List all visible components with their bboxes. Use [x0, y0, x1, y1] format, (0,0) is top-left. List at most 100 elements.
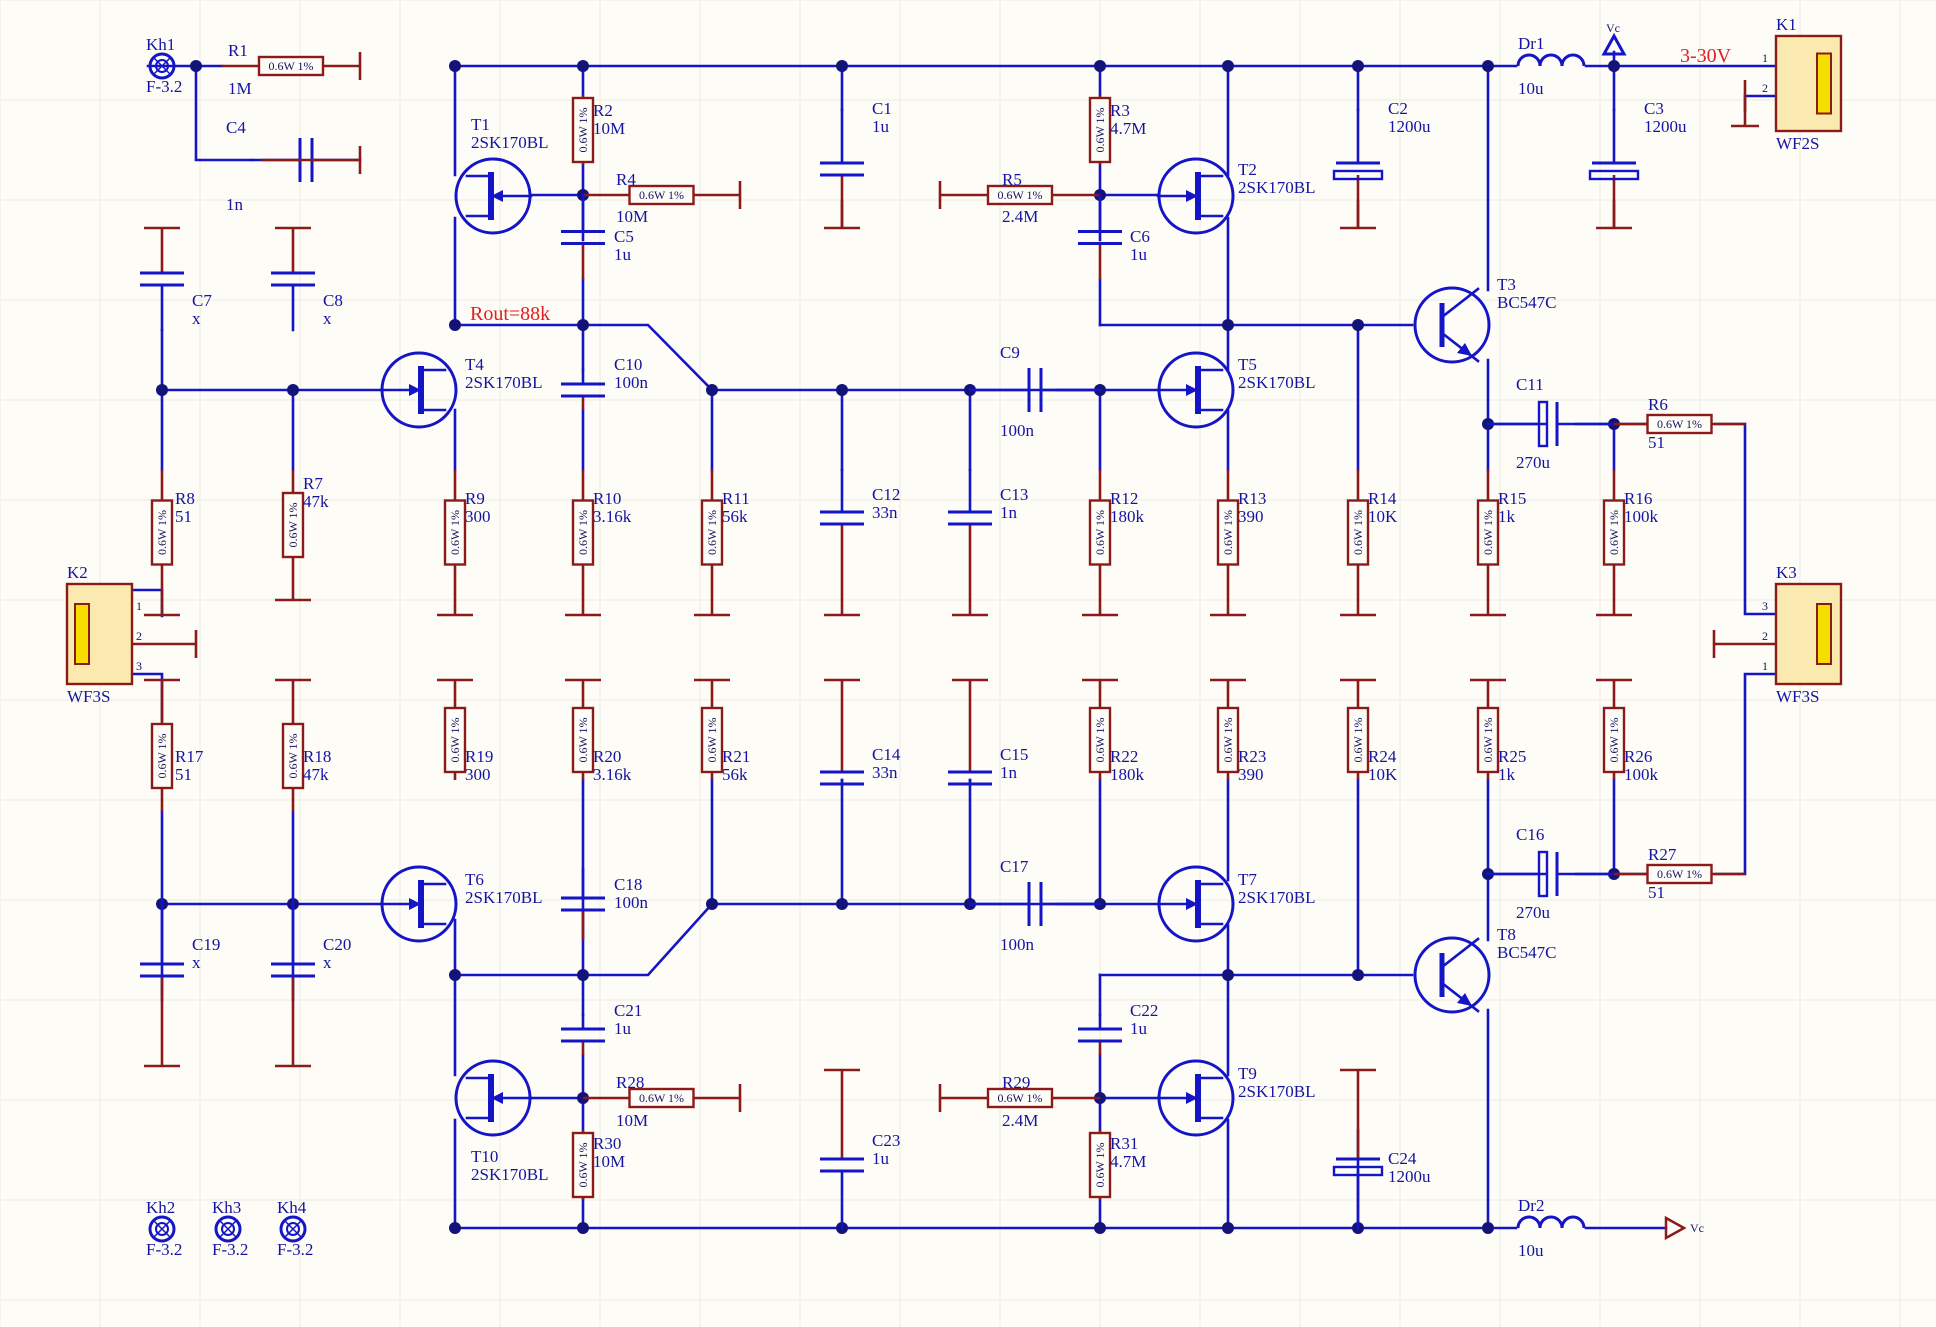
k2-connector: 123	[65, 582, 142, 686]
wire	[1714, 672, 1777, 876]
kh4-value-label: F-3.2	[277, 1240, 313, 1259]
r17-ref-label: R17	[175, 747, 204, 766]
c17-capacitor	[968, 882, 1102, 926]
t10-jfet	[454, 1059, 533, 1137]
t2-ref-label: T2	[1238, 160, 1257, 179]
junction-dot	[287, 384, 299, 396]
c20-capacitor	[271, 902, 315, 1066]
kh3-mounting-hole	[214, 1215, 242, 1243]
resistor-rating: 0.6W 1%	[639, 1091, 684, 1105]
r25-resistor: 0.6W 1%	[1476, 700, 1500, 780]
r19-ref-label: R19	[465, 747, 493, 766]
supply-range-label: 3-30V	[1680, 45, 1732, 67]
resistor-rating: 0.6W 1%	[1481, 510, 1495, 555]
junction-dot	[706, 898, 718, 910]
wire	[1714, 422, 1777, 616]
r27-resistor: 0.6W 1%	[1614, 863, 1745, 885]
t8-bjt	[1413, 936, 1491, 1014]
r30-ref-label: R30	[593, 1134, 621, 1153]
t1-jfet	[454, 157, 533, 235]
resistor-body	[1646, 413, 1713, 435]
junction-dot	[1094, 60, 1106, 72]
dr1-inductor	[1516, 53, 1586, 67]
t9-ref-label: T9	[1238, 1064, 1257, 1083]
kh3-value-label: F-3.2	[212, 1240, 248, 1259]
c6-ref-label: C6	[1130, 227, 1150, 246]
resistor-rating: 0.6W 1%	[576, 510, 590, 555]
junction-dot	[1482, 1222, 1494, 1234]
r13-resistor: 0.6W 1%	[1216, 470, 1240, 595]
r14-resistor: 0.6W 1%	[1346, 470, 1370, 595]
jfet-arrow	[1186, 384, 1198, 396]
connector-pin-block	[74, 603, 90, 665]
r6-value-label: 51	[1648, 433, 1665, 452]
t7-jfet	[1156, 865, 1235, 943]
rout-label: Rout=88k	[470, 303, 550, 325]
resistor-body	[257, 55, 325, 77]
c20-ref-label: C20	[323, 935, 351, 954]
r31-ref-label: R31	[1110, 1134, 1138, 1153]
hole-inner	[155, 1222, 169, 1236]
junction-dot	[577, 969, 589, 981]
r3-resistor: 0.6W 1%	[1088, 95, 1112, 165]
resistor-rating: 0.6W 1%	[1221, 510, 1235, 555]
r11-resistor: 0.6W 1%	[700, 470, 724, 595]
r2-ref-label: R2	[593, 101, 613, 120]
r9-ref-label: R9	[465, 489, 485, 508]
c19-value-label: x	[192, 953, 201, 972]
t7-value-label: 2SK170BL	[1238, 888, 1315, 907]
r22-value-label: 180k	[1110, 765, 1145, 784]
r6-ref-label: R6	[1648, 395, 1668, 414]
connector-pin-number: 1	[1762, 51, 1768, 65]
dr1-ref-label: Dr1	[1518, 34, 1544, 53]
c21-value-label: 1u	[614, 1019, 632, 1038]
c2-ref-label: C2	[1388, 99, 1408, 118]
resistor-rating: 0.6W 1%	[286, 502, 300, 547]
junction-dot	[190, 60, 202, 72]
junction-dot	[577, 319, 589, 331]
t4-jfet	[379, 351, 458, 429]
jfet-arrow	[1186, 898, 1198, 910]
t1-value-label: 2SK170BL	[471, 133, 548, 152]
resistor-body	[986, 184, 1054, 206]
t3-ref-label: T3	[1497, 275, 1516, 294]
r18-value-label: 47k	[303, 765, 329, 784]
r16-ref-label: R16	[1624, 489, 1652, 508]
k2-value-label: WF3S	[67, 687, 110, 706]
resistor-body	[281, 722, 305, 790]
c7-ref-label: C7	[192, 291, 212, 310]
t9-value-label: 2SK170BL	[1238, 1082, 1315, 1101]
resistor-body	[1216, 706, 1240, 774]
r19-value-label: 300	[465, 765, 491, 784]
c19-capacitor	[140, 902, 184, 1066]
c14-ref-label: C14	[872, 745, 901, 764]
r27-ref-label: R27	[1648, 845, 1677, 864]
resistor-rating: 0.6W 1%	[997, 1091, 1042, 1105]
hole-cross	[152, 56, 172, 76]
resistor-rating: 0.6W 1%	[286, 733, 300, 778]
bjt-outline	[1413, 286, 1491, 364]
connector-pin-number: 1	[1762, 659, 1768, 673]
resistor-body	[1476, 499, 1500, 566]
r27-value-label: 51	[1648, 883, 1665, 902]
r30-value-label: 10M	[593, 1152, 625, 1171]
junction-dot	[836, 60, 848, 72]
r6-resistor: 0.6W 1%	[1614, 413, 1745, 435]
c8-capacitor	[271, 228, 315, 332]
r21-resistor: 0.6W 1%	[700, 700, 724, 780]
t6-value-label: 2SK170BL	[465, 888, 542, 907]
resistor-rating: 0.6W 1%	[1607, 510, 1621, 555]
junction-dot	[706, 384, 718, 396]
resistor-body	[628, 1087, 695, 1109]
resistor-rating: 0.6W 1%	[576, 717, 590, 762]
r28-value-label: 10M	[616, 1111, 648, 1130]
r3-ref-label: R3	[1110, 101, 1130, 120]
k3-ref-label: K3	[1776, 563, 1797, 582]
r3-value-label: 4.7M	[1110, 119, 1146, 138]
c1-value-label: 1u	[872, 117, 890, 136]
resistor-body	[150, 499, 174, 566]
junction-dot	[1352, 319, 1364, 331]
r21-ref-label: R21	[722, 747, 750, 766]
resistor-body	[571, 499, 595, 566]
